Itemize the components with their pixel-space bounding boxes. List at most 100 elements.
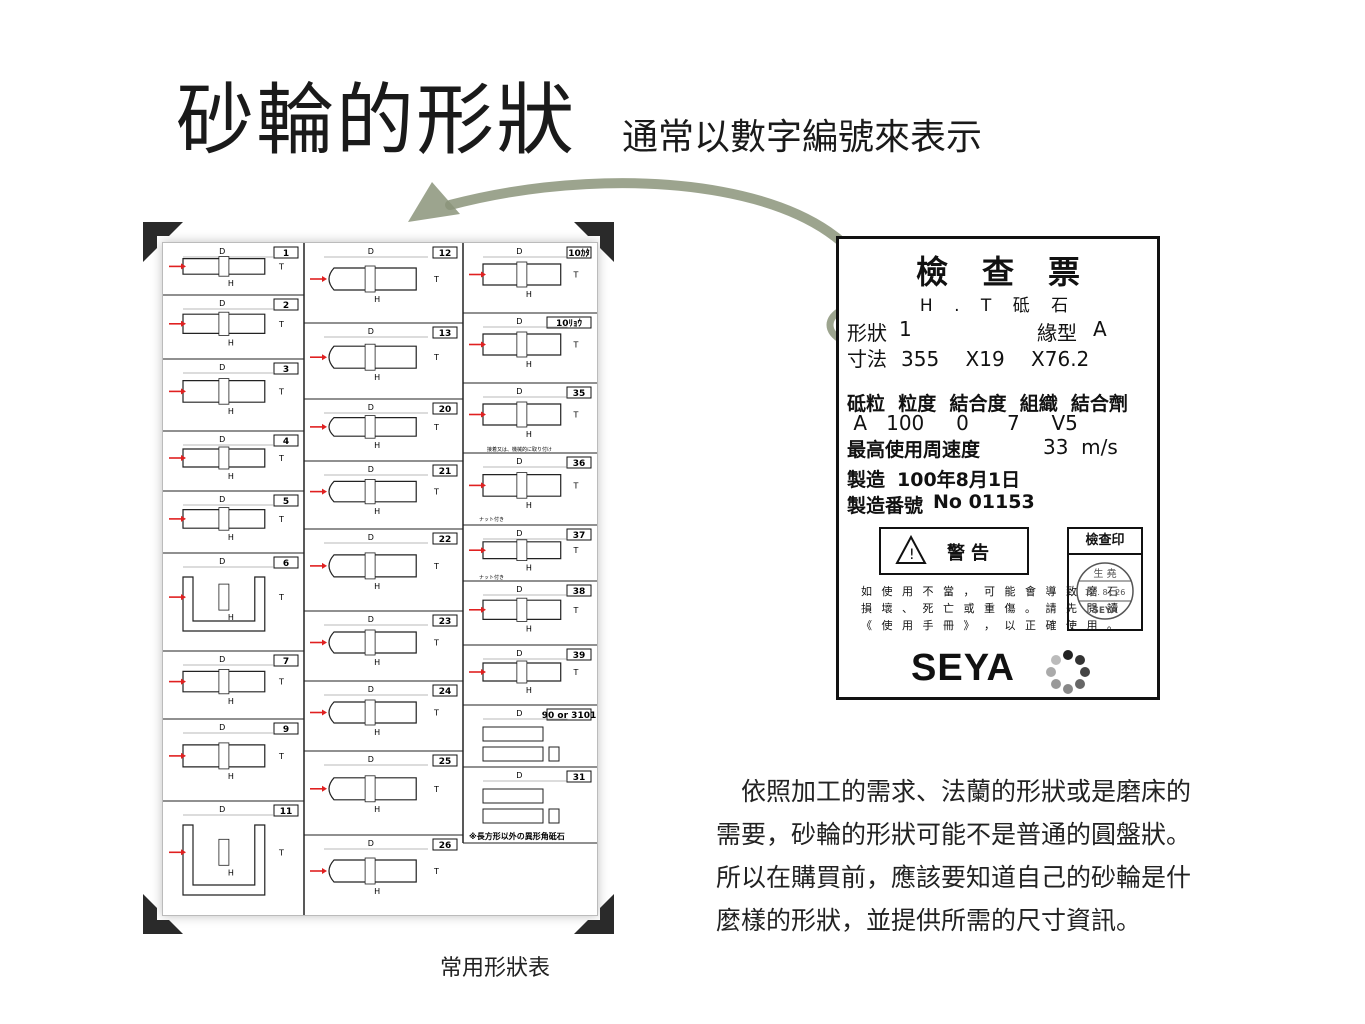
dimension-label: T xyxy=(433,867,439,876)
shape-number: 36 xyxy=(573,459,586,469)
dimension-label: H xyxy=(374,582,380,591)
dimension-label: D xyxy=(516,387,522,396)
shape-number-box xyxy=(273,246,299,259)
wheel-hub xyxy=(218,446,230,470)
wheel-hub xyxy=(516,597,528,622)
dimension-label: H xyxy=(228,533,234,542)
wheel-shape-body xyxy=(482,808,544,824)
wheel-hub xyxy=(218,838,230,866)
shape-number: 1 xyxy=(283,249,289,259)
dimension-label: H xyxy=(374,728,380,737)
shape-number: 35 xyxy=(573,389,586,399)
shape-number: 10ｶﾀ xyxy=(568,247,590,259)
red-arrow-icon xyxy=(181,849,186,856)
dimension-label: D xyxy=(368,465,374,474)
shape-number: 22 xyxy=(439,535,452,545)
photo-corner-icon xyxy=(143,894,183,934)
dimension-label: H xyxy=(374,295,380,304)
red-arrow-icon xyxy=(481,482,486,489)
shape-number-box xyxy=(273,804,299,817)
wheel-hub xyxy=(516,401,528,428)
red-arrow-icon xyxy=(181,320,186,327)
dimension-label: D xyxy=(219,495,225,504)
shape-number: 13 xyxy=(439,329,452,339)
red-arrow-icon xyxy=(481,341,486,348)
wheel-hub xyxy=(218,378,230,405)
dimension-label: H xyxy=(228,697,234,706)
shape-number-box xyxy=(546,316,592,329)
inspection-card: 檢查票 H . T 砥 石 形狀 1 緣型 A 寸法 355 X19 X76.2… xyxy=(836,236,1160,700)
dimension-label: H xyxy=(374,441,380,450)
wheel-hub xyxy=(364,552,376,580)
dimension-label: T xyxy=(278,752,284,761)
dimension-label: D xyxy=(219,655,225,664)
red-arrow-icon xyxy=(181,455,186,461)
dimension-label: H xyxy=(526,624,532,633)
shape-value: 1 xyxy=(899,317,912,341)
dimension-label: H xyxy=(526,686,532,695)
shape-number: 39 xyxy=(573,651,586,661)
dimension-label: H xyxy=(526,430,532,439)
wheel-hub xyxy=(364,478,376,505)
red-arrow-icon xyxy=(322,639,327,646)
dimension-label: D xyxy=(219,299,225,308)
dimension-label: D xyxy=(368,327,374,336)
wheel-hub xyxy=(364,699,376,726)
red-arrow-icon xyxy=(322,276,327,282)
warning-box: ! 警告 xyxy=(879,527,1029,575)
dimension-label: D xyxy=(516,529,522,538)
wheel-shape-body xyxy=(548,808,560,824)
shape-number-box xyxy=(273,298,299,311)
dimension-label: D xyxy=(368,247,374,256)
dimension-label: T xyxy=(278,593,284,602)
dimension-label: H xyxy=(228,407,234,416)
brand-logo-text: SEYA xyxy=(911,647,1015,689)
paragraph-line: 依照加工的需求、法蘭的形狀或是磨床的 xyxy=(716,777,1192,806)
wheel-shape-body xyxy=(548,746,560,762)
wheel-hub xyxy=(516,331,528,358)
dimension-label: T xyxy=(573,481,579,490)
dimension-label: T xyxy=(573,546,579,555)
red-arrow-icon xyxy=(181,388,186,395)
wheel-hub xyxy=(218,256,230,277)
shape-number-box xyxy=(566,584,592,597)
red-arrow-icon xyxy=(481,669,486,675)
shape-number-box xyxy=(432,402,458,415)
dimension-label: D xyxy=(219,805,225,814)
dimension-label: T xyxy=(433,275,439,284)
dimension-label: H xyxy=(228,338,234,347)
page-title: 砂輪的形狀 xyxy=(176,76,577,166)
dimension-label: T xyxy=(573,271,579,280)
dimension-label: T xyxy=(278,387,284,396)
speed-value: 33 m/s xyxy=(1043,435,1118,459)
shape-label: 形狀 xyxy=(847,321,887,345)
wheel-hub xyxy=(364,629,376,656)
red-arrow-icon xyxy=(322,354,327,361)
dimension-label: D xyxy=(516,709,522,718)
shape-number: 9 xyxy=(283,725,289,735)
page-subtitle: 通常以數字編號來表示 xyxy=(622,117,983,158)
shape-note: 接着又は、機械的に取り付け xyxy=(487,446,552,453)
dimension-label: D xyxy=(368,685,374,694)
dimension-label: D xyxy=(516,457,522,466)
shape-number-box xyxy=(273,556,299,569)
wheel-hub xyxy=(218,507,230,531)
dimension-label: T xyxy=(433,488,439,497)
shape-number: 25 xyxy=(439,757,452,767)
dimension-label: T xyxy=(278,515,284,524)
shape-number: 6 xyxy=(283,559,289,569)
dimension-label: T xyxy=(433,423,439,432)
chart-caption: 常用形狀表 xyxy=(440,956,551,981)
shape-number-box xyxy=(432,464,458,477)
brand-dots-icon xyxy=(1046,650,1090,694)
shape-number: 10ﾘｮｳ xyxy=(556,318,583,329)
red-arrow-icon xyxy=(181,678,186,685)
serial-label: 製造番號 xyxy=(847,495,924,517)
dimension-label: T xyxy=(573,668,579,677)
inspection-stamp-seal: 生 堯 13 . 8 . 26 SEYA xyxy=(1076,562,1134,620)
dimension-label: T xyxy=(278,454,284,463)
shape-number-box xyxy=(546,708,592,721)
shape-number-box xyxy=(273,722,299,735)
shape-number: 11 xyxy=(280,807,293,817)
red-arrow-icon xyxy=(322,423,327,430)
